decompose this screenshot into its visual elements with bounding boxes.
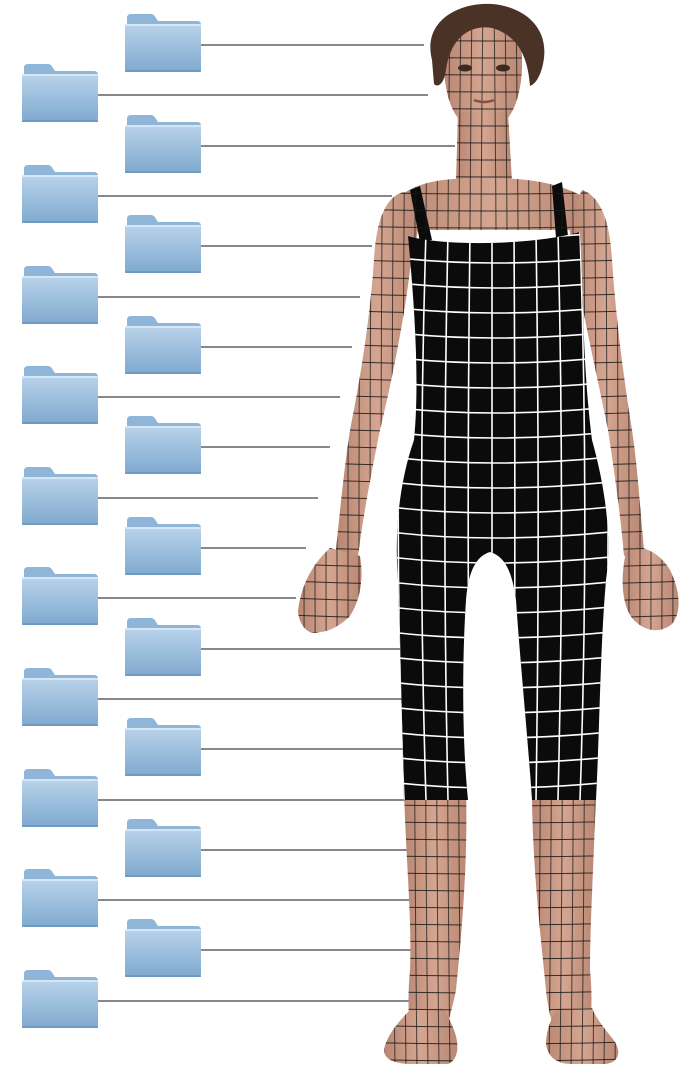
folder-bottom-edge — [22, 221, 98, 223]
figure-legL — [404, 790, 466, 1030]
folder-bottom-edge — [125, 372, 201, 374]
folder-icon[interactable] — [125, 416, 201, 474]
folder-highlight — [125, 225, 201, 227]
folder-body — [125, 125, 201, 173]
folder-icon[interactable] — [22, 165, 98, 223]
folder-icon[interactable] — [125, 316, 201, 374]
folder-highlight — [22, 779, 98, 781]
folder-icon[interactable] — [125, 14, 201, 72]
folder-body — [22, 477, 98, 525]
folder-bottom-edge — [22, 1026, 98, 1028]
figure-eye-left — [458, 65, 472, 72]
folder-icon[interactable] — [125, 919, 201, 977]
folder-body — [22, 980, 98, 1028]
folder-icon[interactable] — [125, 115, 201, 173]
folder-icon[interactable] — [125, 618, 201, 676]
folder-icon[interactable] — [22, 366, 98, 424]
folder-icon[interactable] — [22, 668, 98, 726]
folder-body — [125, 24, 201, 72]
folder-icon[interactable] — [125, 819, 201, 877]
folder-body — [22, 276, 98, 324]
folder-bottom-edge — [125, 171, 201, 173]
folder-body — [22, 175, 98, 223]
folder-bottom-edge — [125, 875, 201, 877]
folder-bottom-edge — [22, 925, 98, 927]
folder-body — [22, 678, 98, 726]
folder-highlight — [125, 426, 201, 428]
folder-icon[interactable] — [22, 266, 98, 324]
folder-icon[interactable] — [125, 517, 201, 575]
folder-icon[interactable] — [125, 215, 201, 273]
human-figure-mesh — [290, 0, 687, 1068]
folder-icon[interactable] — [22, 769, 98, 827]
folder-body — [125, 628, 201, 676]
folder-body — [22, 779, 98, 827]
folder-icon[interactable] — [22, 467, 98, 525]
folder-highlight — [125, 728, 201, 730]
figure-neck — [456, 112, 512, 182]
figure-handL — [298, 548, 362, 633]
folder-highlight — [22, 175, 98, 177]
folder-highlight — [22, 577, 98, 579]
folder-bottom-edge — [125, 70, 201, 72]
folder-body — [22, 879, 98, 927]
folder-body — [22, 376, 98, 424]
folder-bottom-edge — [125, 674, 201, 676]
folder-icon[interactable] — [22, 970, 98, 1028]
figure-bodysuit — [397, 232, 609, 800]
folder-bottom-edge — [125, 472, 201, 474]
folder-highlight — [125, 929, 201, 931]
folder-icon[interactable] — [22, 567, 98, 625]
folder-highlight — [125, 527, 201, 529]
folder-bottom-edge — [22, 422, 98, 424]
folder-body — [125, 326, 201, 374]
folder-body — [22, 74, 98, 122]
folder-highlight — [22, 879, 98, 881]
folder-highlight — [125, 326, 201, 328]
figure-legR — [532, 790, 596, 1030]
folder-bottom-edge — [125, 774, 201, 776]
folder-body — [125, 829, 201, 877]
folder-bottom-edge — [125, 573, 201, 575]
figure-eye-right — [496, 65, 510, 72]
folder-body — [22, 577, 98, 625]
figure-garment — [397, 232, 609, 800]
folder-highlight — [22, 678, 98, 680]
folder-highlight — [125, 628, 201, 630]
folder-bottom-edge — [22, 724, 98, 726]
folder-bottom-edge — [22, 825, 98, 827]
folder-highlight — [125, 125, 201, 127]
folder-body — [125, 225, 201, 273]
folder-highlight — [22, 477, 98, 479]
folder-highlight — [22, 276, 98, 278]
folder-highlight — [125, 24, 201, 26]
folder-highlight — [22, 74, 98, 76]
folder-body — [125, 728, 201, 776]
folder-bottom-edge — [22, 322, 98, 324]
folder-highlight — [125, 829, 201, 831]
folder-list[interactable] — [22, 14, 201, 1028]
folder-highlight — [22, 376, 98, 378]
folder-icon[interactable] — [22, 869, 98, 927]
folder-bottom-edge — [125, 975, 201, 977]
folder-body — [125, 929, 201, 977]
folder-icon[interactable] — [125, 718, 201, 776]
folder-bottom-edge — [125, 271, 201, 273]
folder-bottom-edge — [22, 120, 98, 122]
folder-body — [125, 527, 201, 575]
folder-bottom-edge — [22, 623, 98, 625]
folder-icon[interactable] — [22, 64, 98, 122]
folder-body — [125, 426, 201, 474]
folder-highlight — [22, 980, 98, 982]
folder-bottom-edge — [22, 523, 98, 525]
